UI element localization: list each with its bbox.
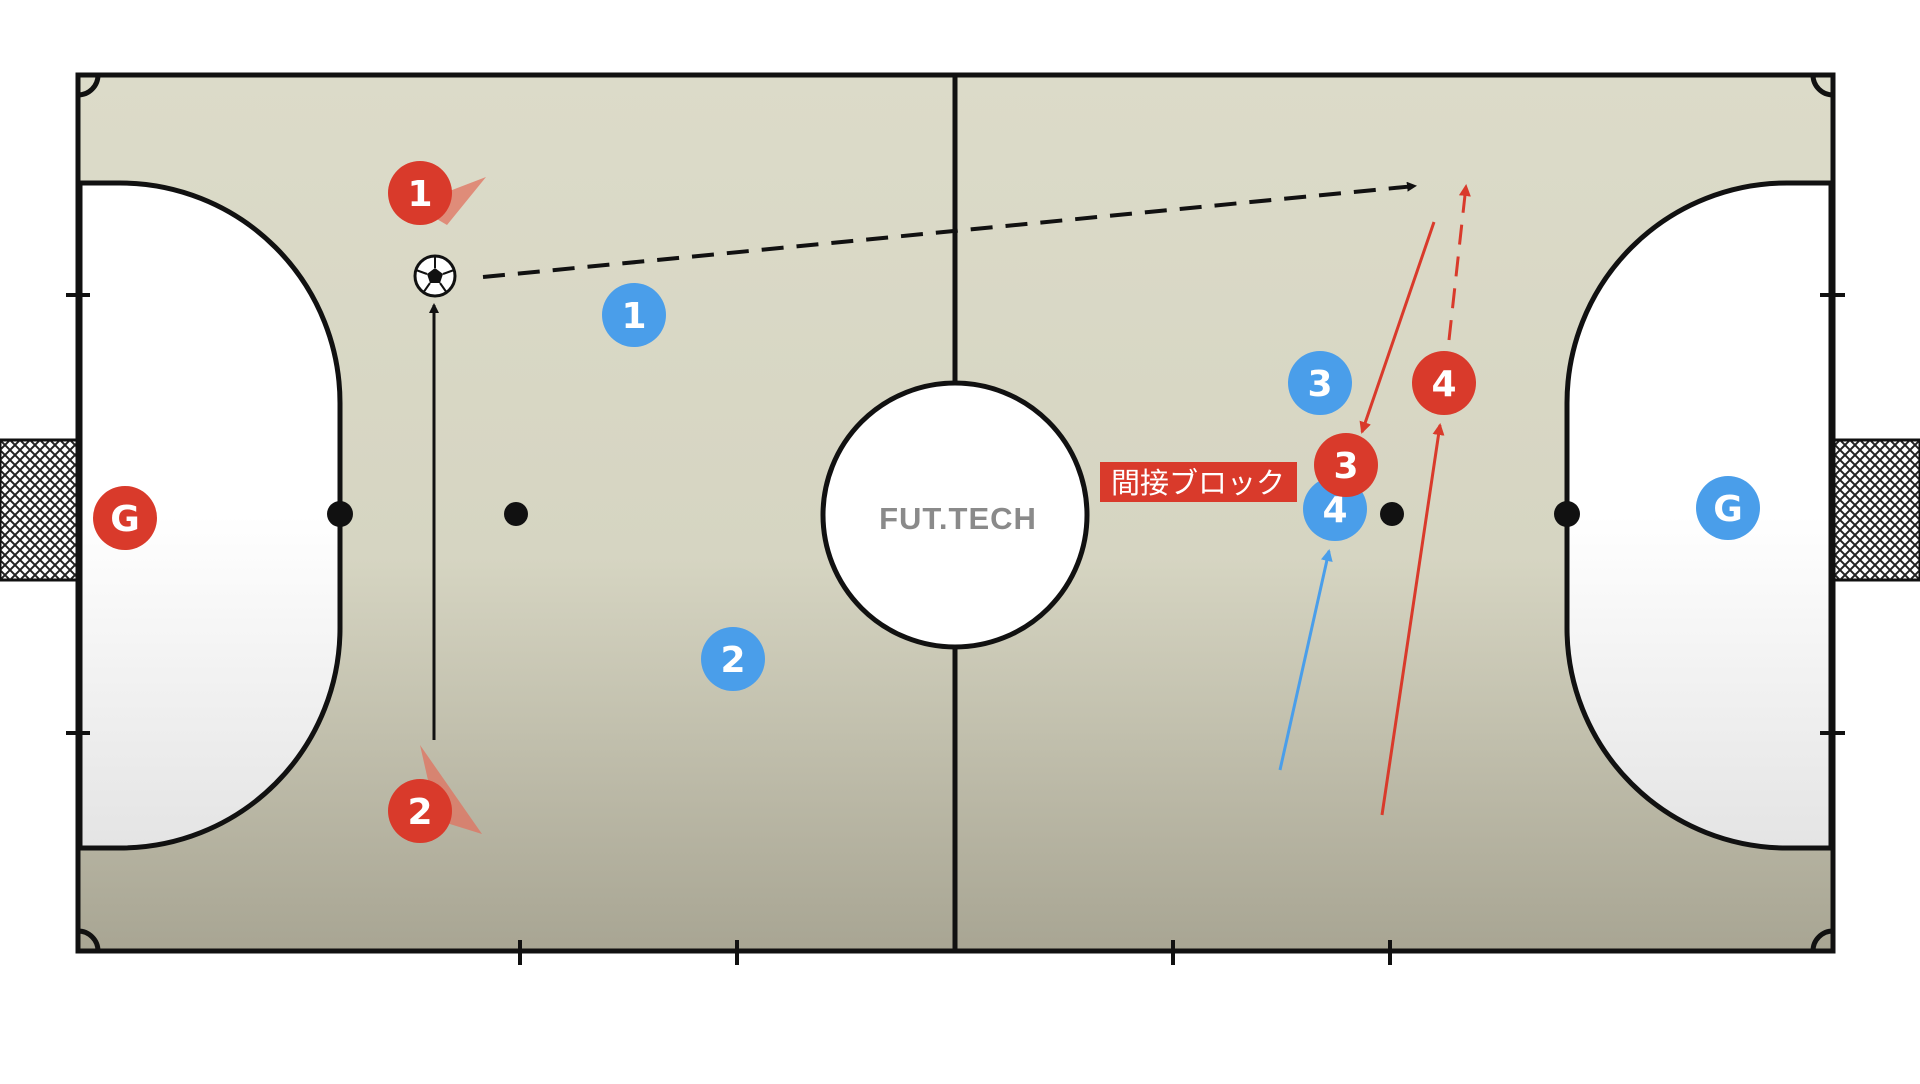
svg-text:2: 2 bbox=[720, 640, 745, 681]
movement-arrow-red-4 bbox=[1380, 423, 1445, 816]
blue-player-3[interactable]: 3 bbox=[1288, 351, 1352, 415]
left-penalty-area bbox=[77, 180, 343, 851]
indirect-block-label: 間接ブロック bbox=[1100, 462, 1297, 502]
boundary-marks bbox=[66, 293, 1845, 965]
blue-goalkeeper[interactable]: G bbox=[1696, 476, 1760, 540]
svg-text:3: 3 bbox=[1307, 364, 1332, 405]
svg-text:G: G bbox=[1713, 489, 1743, 530]
movement-arrow-blue-4 bbox=[1278, 549, 1333, 771]
blue-player-2[interactable]: 2 bbox=[701, 627, 765, 691]
right-second-penalty-spot bbox=[1380, 502, 1404, 526]
corner-arc-tr bbox=[1810, 74, 1834, 98]
svg-text:間接ブロック: 間接ブロック bbox=[1111, 466, 1285, 500]
red-player-2[interactable]: 2 bbox=[388, 779, 452, 843]
left-second-penalty-spot bbox=[504, 502, 528, 526]
run-arrow-red-4 bbox=[1447, 184, 1471, 341]
svg-text:4: 4 bbox=[1431, 364, 1456, 405]
svg-text:1: 1 bbox=[621, 296, 646, 337]
corner-arc-bl bbox=[77, 928, 101, 952]
blue-player-1[interactable]: 1 bbox=[602, 283, 666, 347]
brand-logo: FUT.TECH bbox=[879, 501, 1037, 536]
movement-arrow-red-3 bbox=[1359, 221, 1436, 434]
red-player-1[interactable]: 1 bbox=[388, 161, 452, 225]
red-goalkeeper[interactable]: G bbox=[93, 486, 157, 550]
pass-arrow bbox=[482, 181, 1417, 279]
red-player-3[interactable]: 3 bbox=[1314, 433, 1378, 497]
soccer-ball-icon bbox=[413, 254, 457, 298]
right-penalty-spot bbox=[1554, 501, 1580, 527]
svg-text:G: G bbox=[110, 499, 140, 540]
red-player-4[interactable]: 4 bbox=[1412, 351, 1476, 415]
svg-text:3: 3 bbox=[1333, 446, 1358, 487]
svg-text:2: 2 bbox=[407, 792, 432, 833]
left-penalty-spot bbox=[327, 501, 353, 527]
right-goal-net-icon bbox=[1831, 438, 1920, 582]
center-circle bbox=[820, 380, 1090, 650]
svg-text:1: 1 bbox=[407, 174, 432, 215]
corner-arc-br bbox=[1810, 928, 1834, 952]
left-goal-net-icon bbox=[0, 438, 80, 582]
corner-arc-tl bbox=[77, 74, 101, 98]
